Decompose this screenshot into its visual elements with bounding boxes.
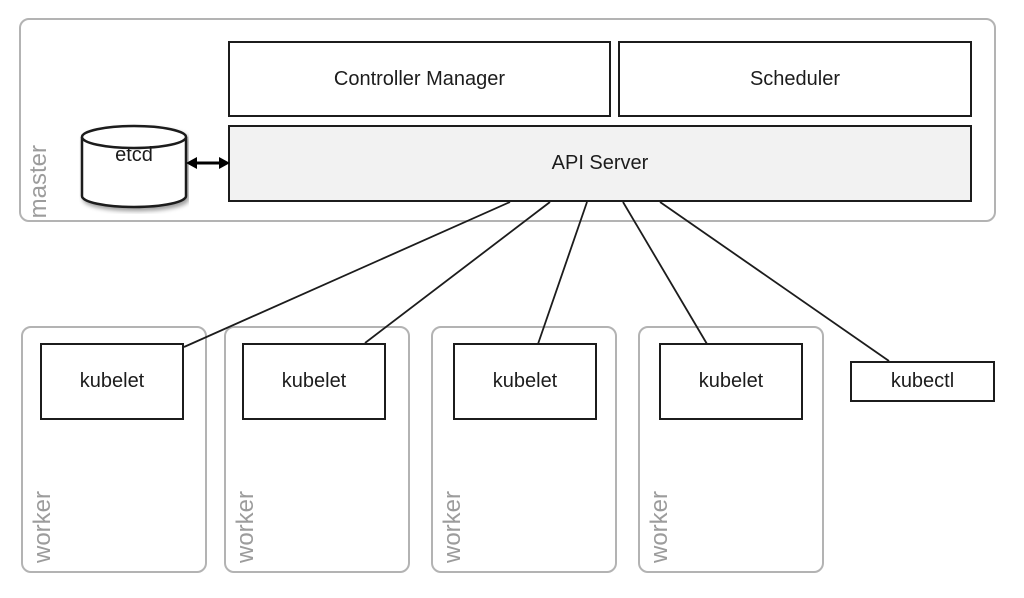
kubelet-label: kubelet xyxy=(698,370,764,392)
scheduler-node: Scheduler xyxy=(618,41,972,117)
scheduler-label: Scheduler xyxy=(749,67,841,90)
kubelet-label: kubelet xyxy=(492,370,558,392)
kubectl-label: kubectl xyxy=(890,370,955,392)
etcd-label: etcd xyxy=(115,144,153,166)
controller-manager-label: Controller Manager xyxy=(333,67,506,90)
kubelet-node-2: kubelet xyxy=(242,343,386,420)
kubelet-label: kubelet xyxy=(281,370,347,392)
kubelet-node-3: kubelet xyxy=(453,343,597,420)
controller-manager-node: Controller Manager xyxy=(228,41,611,117)
worker-group-label: worker xyxy=(232,490,259,563)
master-group-label: master xyxy=(25,144,52,218)
kubectl-node: kubectl xyxy=(850,361,995,402)
connector-line-api-to-kubelet-2 xyxy=(364,201,551,344)
kubelet-node-4: kubelet xyxy=(659,343,803,420)
api-server-label: API Server xyxy=(551,152,649,174)
kubelet-node-1: kubelet xyxy=(40,343,184,420)
worker-group-1: worker xyxy=(21,326,207,573)
worker-group-label: worker xyxy=(29,490,56,563)
api-server-node: API Server xyxy=(228,125,972,202)
kubelet-label: kubelet xyxy=(79,370,145,392)
etcd-cylinder-icon xyxy=(80,124,188,209)
etcd-node: etcd xyxy=(79,114,189,214)
worker-group-label: worker xyxy=(439,490,466,563)
connector-line-api-to-kubelet-3 xyxy=(537,201,588,345)
bidirectional-arrow-icon xyxy=(186,153,230,173)
worker-group-label: worker xyxy=(646,490,673,563)
connector-line-api-to-kubelet-4 xyxy=(622,201,708,345)
